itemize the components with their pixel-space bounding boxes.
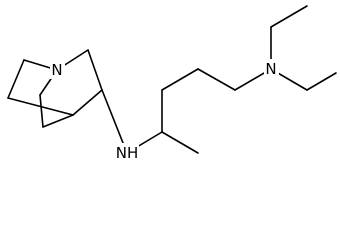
diethylamino-nitrogen-atom: N bbox=[264, 59, 279, 78]
bond-c3-c4 bbox=[72, 89, 103, 116]
bond-cc-cd bbox=[197, 68, 236, 91]
quinuclidine-nitrogen-label: N bbox=[51, 61, 62, 79]
amine-nitrogen-atom: NH bbox=[116, 143, 139, 162]
bond-cb-cc bbox=[161, 68, 199, 91]
structure-diagram: N NH N bbox=[7, 5, 337, 162]
bond-ethyl1-ch3 bbox=[270, 5, 308, 28]
bond-ethyl2-ch3 bbox=[306, 72, 337, 91]
amine-nitrogen-label: NH bbox=[116, 144, 139, 162]
bond-c5-c6 bbox=[39, 94, 44, 128]
bond-c3-nh bbox=[101, 89, 128, 154]
bond-ca-methyl bbox=[161, 131, 199, 154]
bond-c2-c3 bbox=[87, 49, 103, 91]
quinuclidine-nitrogen-atom: N bbox=[50, 60, 65, 79]
bond-c7-c8 bbox=[7, 59, 25, 99]
diethylamino-nitrogen-label: N bbox=[265, 60, 276, 78]
bond-c6-c4 bbox=[42, 114, 74, 128]
